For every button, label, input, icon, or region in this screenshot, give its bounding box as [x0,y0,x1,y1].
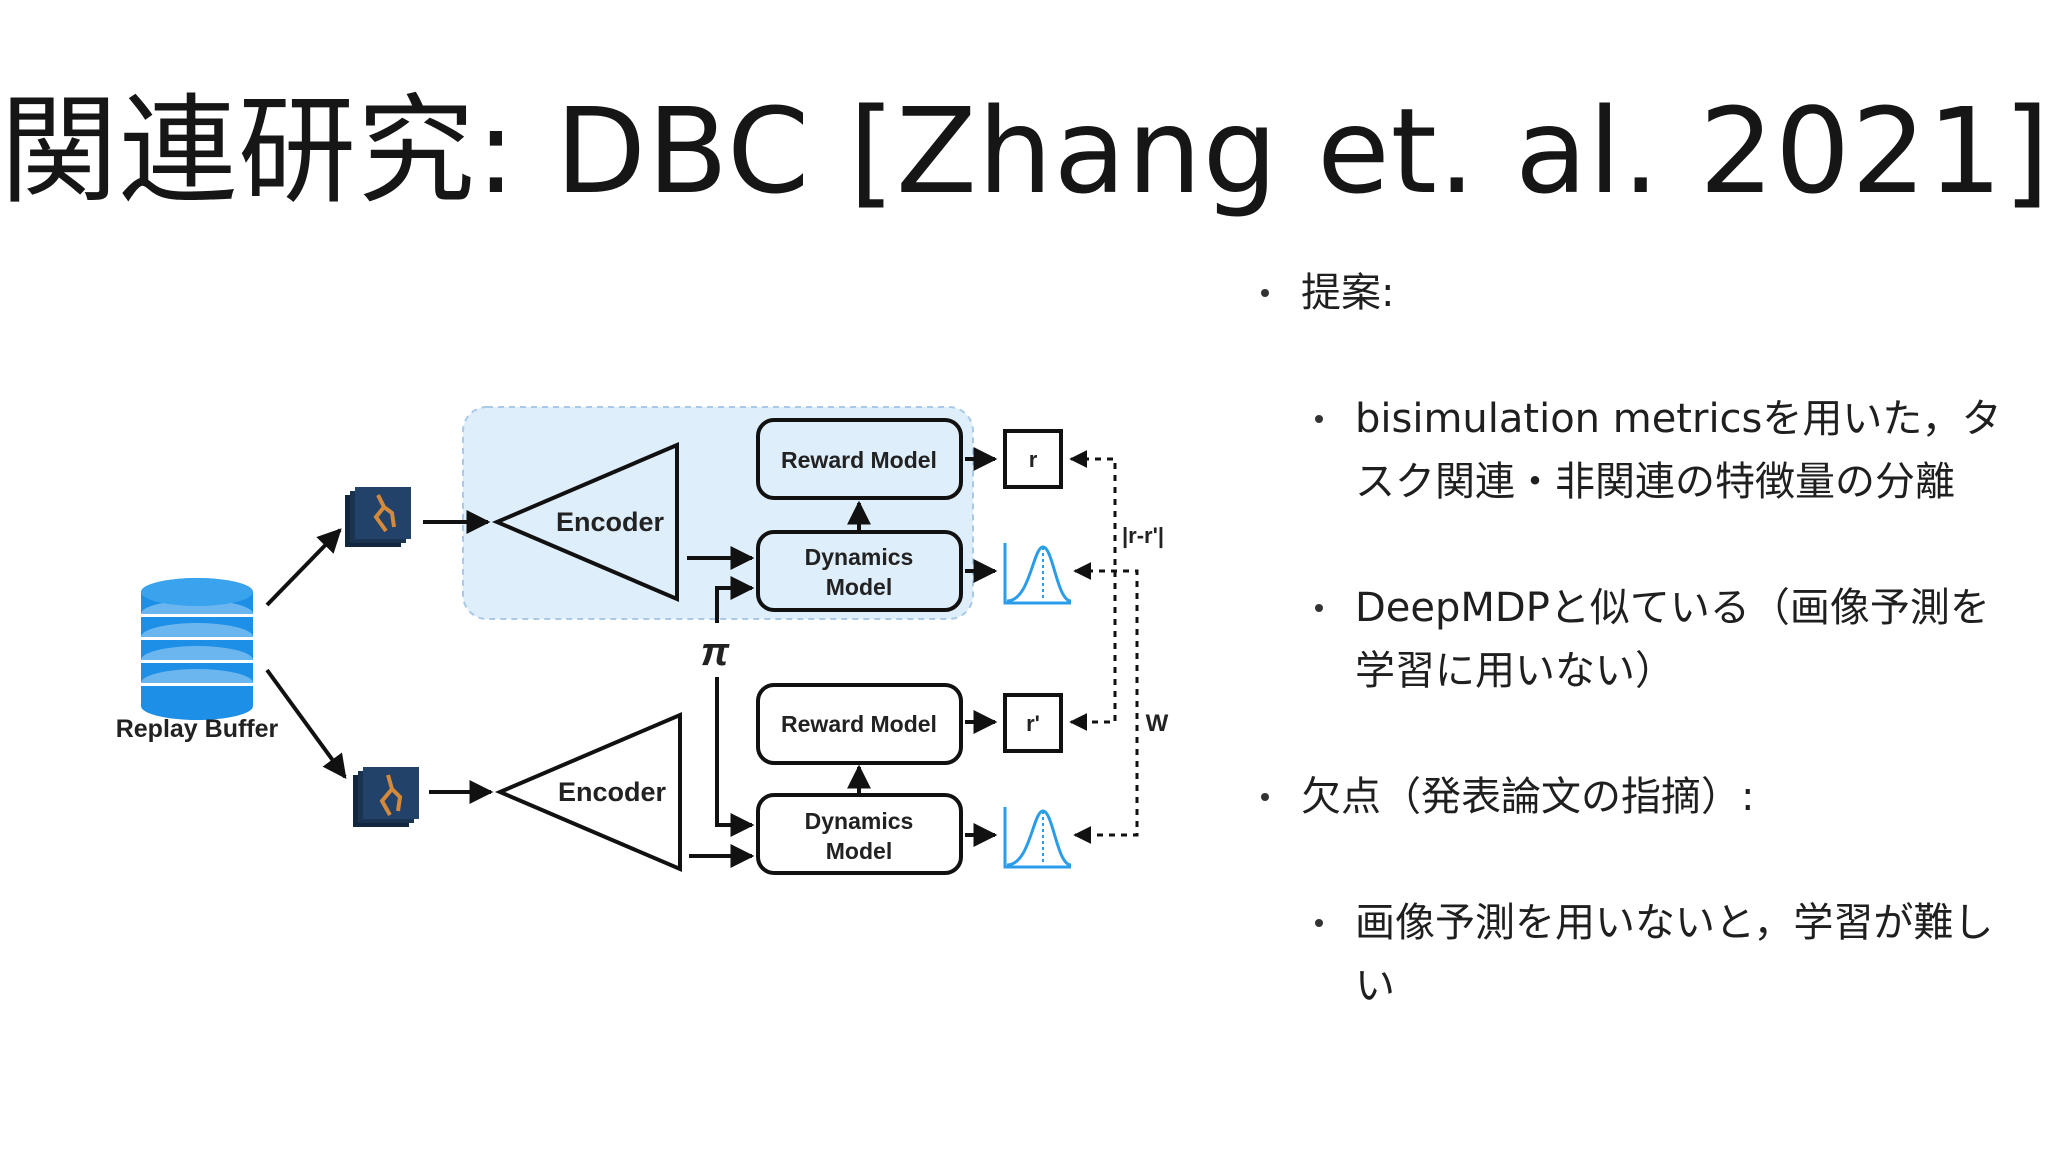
reward-r-prime-label: r' [1026,711,1040,736]
bullet-dot [1261,289,1269,297]
dbc-architecture-diagram: Replay Buffer Encoder Encoder Reward Mod… [95,395,1225,915]
bullet-dot [1315,919,1323,927]
observation-frames-icon [345,487,411,547]
bullet-drawback: 欠点（発表論文の指摘）: [1255,766,2015,829]
bullet-deepmdp: DeepMDPと似ている（画像予測を学習に用いない） [1255,577,2015,703]
distribution-icon [1003,807,1072,869]
reward-output-r-prime [1003,693,1063,753]
reward-model-top [756,418,963,500]
bullet-proposal: 提案: [1255,262,2015,325]
bullet-bisimulation: bisimulation metricsを用いた，タスク関連・非関連の特徴量の分… [1255,388,2015,514]
bullet-dot [1315,415,1323,423]
distribution-icon [1003,543,1072,605]
reward-difference-label: |r-r'| [1122,523,1164,548]
slide-title: 関連研究: DBC [Zhang et. al. 2021] [0,82,2048,220]
reward-model-bottom [756,683,963,765]
encoder-top-label: Encoder [556,507,665,537]
diagram-svg: Replay Buffer Encoder Encoder Reward Mod… [116,406,1169,875]
bullet-learning-difficulty: 画像予測を用いないと，学習が難しい [1255,892,2015,1018]
encoder-bottom [494,711,682,873]
bullet-dot [1261,793,1269,801]
policy-pi-symbol: π [701,630,730,674]
reward-model-bottom-label: Reward Model [781,711,937,737]
reward-r-label: r [1029,447,1038,472]
database-icon [141,578,253,720]
encoder-top [491,441,679,603]
bullet-list: 提案: bisimulation metricsを用いた，タスク関連・非関連の特… [1255,262,2015,1018]
encoder-bottom-label: Encoder [558,777,667,807]
reward-output-r [1003,429,1063,489]
dynamics-model-top-label: Model [826,574,892,600]
reward-model-top-label: Reward Model [781,447,937,473]
dynamics-model-bottom-label: Model [826,838,892,864]
wasserstein-label: W [1146,710,1169,737]
replay-buffer-label: Replay Buffer [116,715,279,743]
observation-frames-icon [353,767,419,827]
dynamics-model-bottom-label: Dynamics [805,808,914,834]
bullet-dot [1315,604,1323,612]
dynamics-model-top-label: Dynamics [805,544,914,570]
